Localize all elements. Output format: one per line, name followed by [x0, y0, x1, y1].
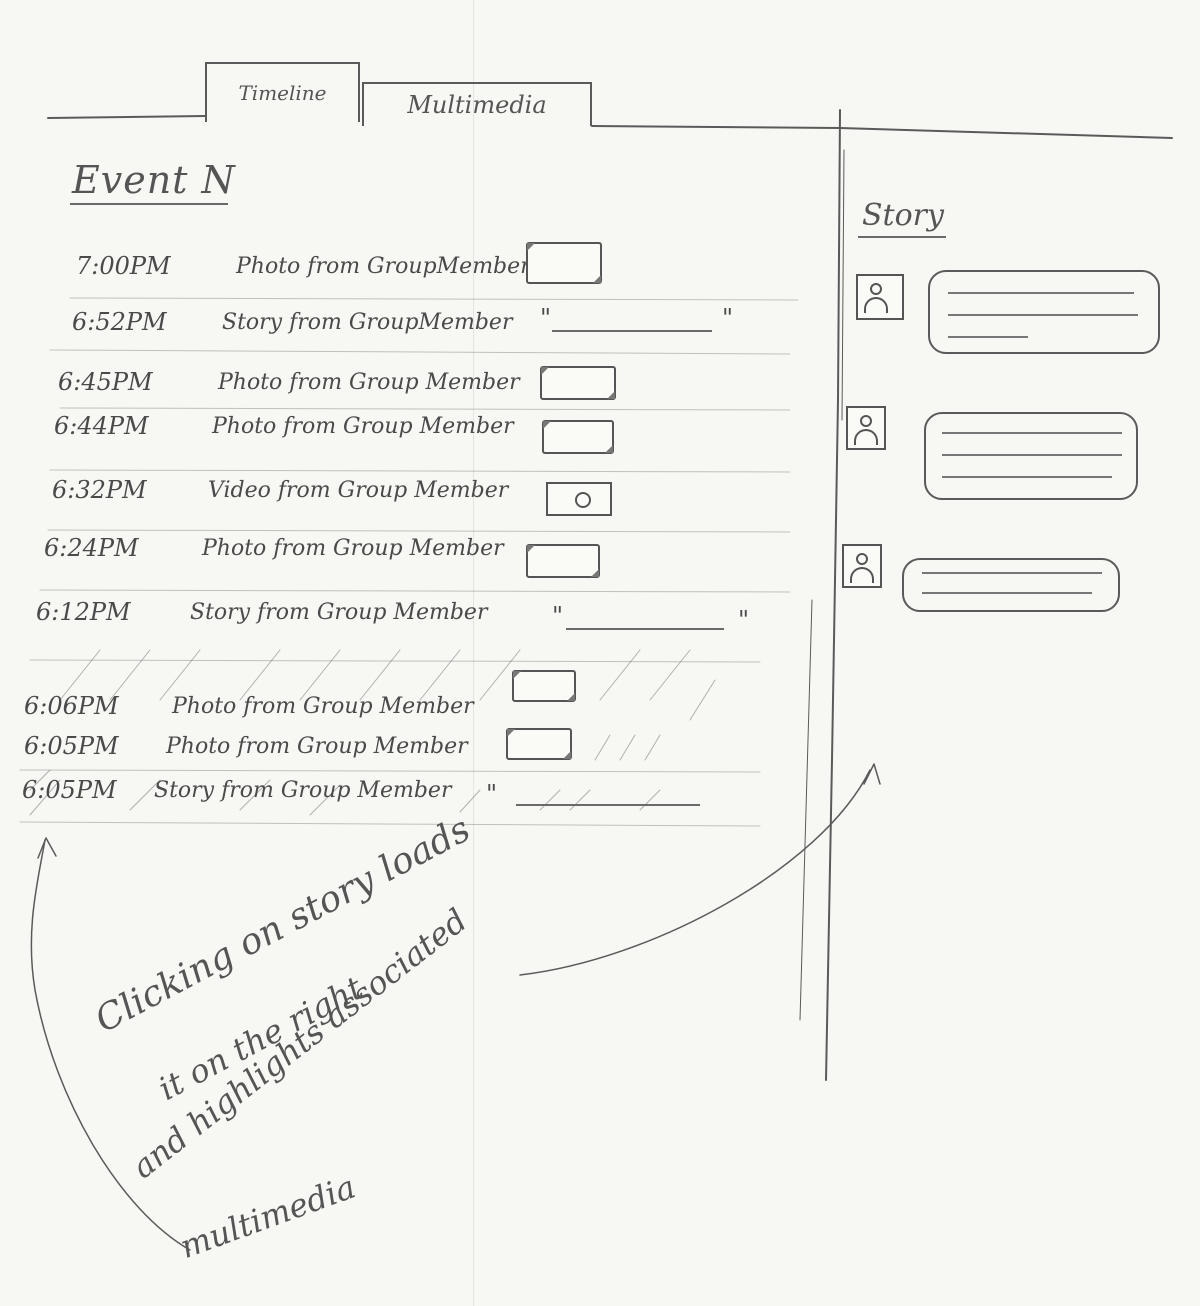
story-text-line — [942, 476, 1112, 478]
story-quote-close: " — [722, 304, 734, 332]
story-quote-line — [552, 330, 712, 332]
photo-thumbnail[interactable] — [512, 670, 576, 702]
timeline-row[interactable]: 6:52PM Story from GroupMember — [72, 302, 512, 342]
person-icon — [842, 544, 882, 588]
story-text-line — [942, 454, 1122, 456]
avatar-body — [854, 429, 878, 445]
timeline-text: Photo from Group Member — [202, 535, 504, 561]
timeline-row-highlighted[interactable]: 6:06PM Photo from Group Member — [24, 686, 474, 726]
video-thumbnail[interactable] — [546, 482, 612, 516]
avatar-body — [850, 567, 874, 583]
timeline-time: 6:12PM — [36, 598, 131, 626]
tab-timeline[interactable]: Timeline — [205, 62, 360, 122]
paper-crease — [473, 0, 474, 1306]
timeline-time: 6:32PM — [52, 476, 147, 504]
story-text-line — [922, 572, 1102, 574]
avatar-body — [864, 297, 888, 313]
play-icon — [575, 492, 591, 508]
timeline-text: Photo from Group Member — [218, 369, 520, 395]
timeline-row[interactable]: 7:00PM Photo from GroupMember — [76, 246, 531, 286]
timeline-time: 6:05PM — [22, 776, 117, 804]
timeline-text: Photo from GroupMember — [236, 253, 531, 279]
timeline-text: Story from GroupMember — [222, 309, 513, 335]
story-text-line — [948, 336, 1028, 338]
photo-thumbnail[interactable] — [526, 242, 602, 284]
story-text-line — [942, 432, 1122, 434]
timeline-time: 6:06PM — [24, 692, 119, 720]
timeline-row[interactable]: 6:44PM Photo from Group Member — [54, 406, 514, 446]
timeline-time: 7:00PM — [76, 252, 171, 280]
photo-thumbnail[interactable] — [540, 366, 616, 400]
story-text-line — [948, 314, 1138, 316]
timeline-text: Photo from Group Member — [166, 733, 468, 759]
timeline-row[interactable]: 6:24PM Photo from Group Member — [44, 528, 504, 568]
timeline-row[interactable]: 6:32PM Video from Group Member — [52, 470, 508, 510]
story-quote-open: " — [552, 602, 564, 630]
avatar-head — [870, 283, 882, 295]
story-panel-title-underline — [858, 236, 946, 238]
person-icon — [856, 274, 904, 320]
person-icon — [846, 406, 886, 450]
timeline-text: Photo from Group Member — [172, 693, 474, 719]
avatar-head — [860, 415, 872, 427]
story-bubble[interactable] — [924, 412, 1138, 500]
timeline-time: 6:05PM — [24, 732, 119, 760]
story-quote-close: " — [738, 606, 750, 634]
story-quote-line — [566, 628, 724, 630]
timeline-row[interactable]: 6:45PM Photo from Group Member — [58, 362, 520, 402]
event-title-underline — [70, 203, 228, 205]
timeline-time: 6:24PM — [44, 534, 139, 562]
timeline-time: 6:44PM — [54, 412, 149, 440]
photo-thumbnail[interactable] — [506, 728, 572, 760]
story-quote-open: " — [486, 780, 498, 808]
event-title: Event N — [72, 158, 236, 202]
timeline-time: 6:45PM — [58, 368, 153, 396]
timeline-text: Story from Group Member — [154, 777, 452, 803]
story-quote-line — [516, 804, 700, 806]
photo-thumbnail[interactable] — [542, 420, 614, 454]
story-bubble[interactable] — [902, 558, 1120, 612]
story-quote-open: " — [540, 304, 552, 332]
story-panel-title: Story — [862, 198, 944, 233]
photo-thumbnail[interactable] — [526, 544, 600, 578]
story-text-line — [922, 592, 1092, 594]
timeline-row-highlighted[interactable]: 6:05PM Photo from Group Member — [24, 726, 468, 766]
timeline-text: Story from Group Member — [190, 599, 488, 625]
timeline-row-highlighted[interactable]: 6:05PM Story from Group Member — [22, 770, 451, 810]
story-text-line — [948, 292, 1134, 294]
tab-multimedia[interactable]: Multimedia — [362, 82, 592, 126]
avatar-head — [856, 553, 868, 565]
story-bubble[interactable] — [928, 270, 1160, 354]
timeline-time: 6:52PM — [72, 308, 167, 336]
timeline-row[interactable]: 6:12PM Story from Group Member — [36, 592, 487, 632]
timeline-text: Photo from Group Member — [212, 413, 514, 439]
timeline-text: Video from Group Member — [208, 477, 509, 503]
